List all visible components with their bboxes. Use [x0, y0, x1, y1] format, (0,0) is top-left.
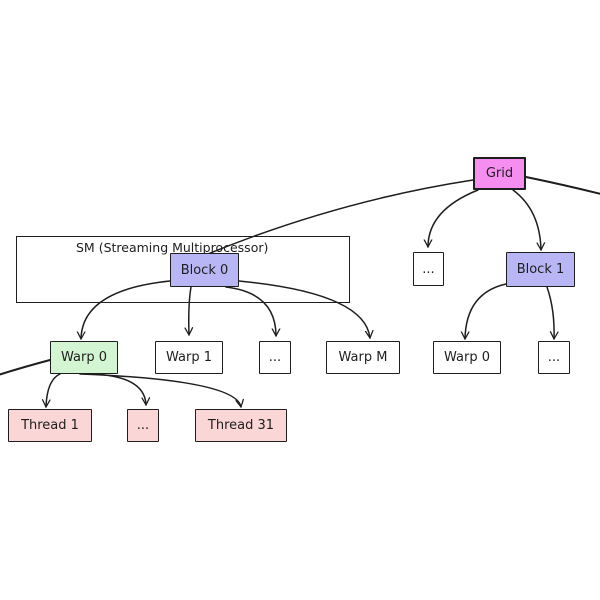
grid-node: Grid: [473, 157, 526, 190]
edge-block1-to-b1-more: [546, 286, 554, 340]
thread-31-node: Thread 31: [195, 409, 287, 442]
edge-warp0-to-thread1: [46, 373, 61, 408]
block-1-more-node: ...: [538, 341, 570, 374]
warp-0-node: Warp 0: [50, 341, 118, 374]
sm-container-frame: [16, 236, 350, 303]
block-0-node: Block 0: [170, 253, 239, 287]
edge-grid-to-grid-more: [428, 189, 479, 248]
edge-warp0-offscreen-left: [0, 359, 51, 376]
block-1-node: Block 1: [506, 252, 575, 287]
edge-warp0-to-thread-more: [91, 373, 146, 406]
thread-1-node: Thread 1: [8, 409, 92, 442]
warp-more-node: ...: [259, 341, 291, 374]
thread-more-node: ...: [127, 409, 159, 442]
edge-grid-to-block1: [512, 189, 541, 251]
edge-grid-offscreen-right: [525, 176, 600, 195]
edge-block1-to-b1-warp0: [465, 283, 507, 340]
block-1-warp-0-node: Warp 0: [433, 341, 501, 374]
sm-container-label: SM (Streaming Multiprocessor): [76, 240, 269, 255]
edge-warp0-to-thread31: [79, 373, 241, 408]
warp-1-node: Warp 1: [155, 341, 223, 374]
warp-m-node: Warp M: [326, 341, 400, 374]
grid-more-node: ...: [413, 252, 444, 286]
